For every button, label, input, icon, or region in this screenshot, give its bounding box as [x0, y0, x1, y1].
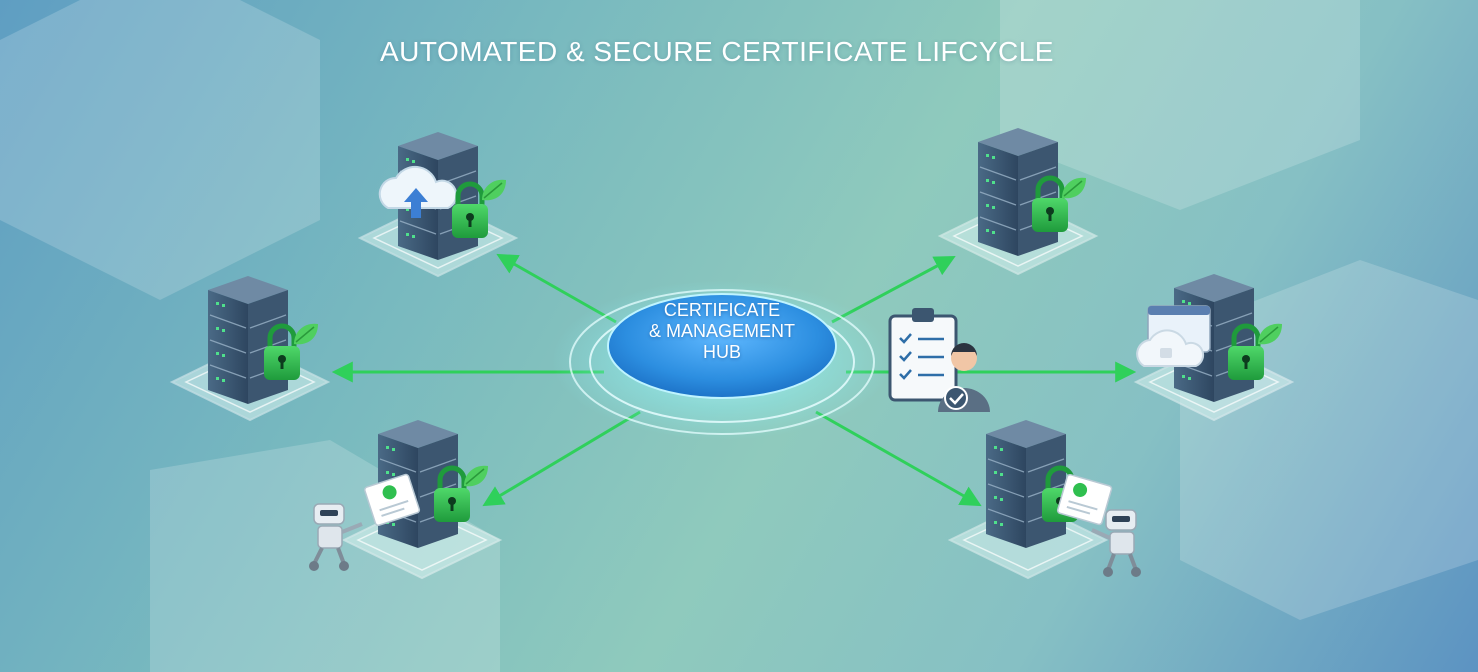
management-hub	[552, 280, 892, 440]
hub-label-line-1: CERTIFICATE	[663, 300, 781, 320]
node-server-robot-bottom-left	[309, 419, 501, 579]
leaf-icon	[1061, 176, 1087, 200]
arrow-to-bottom-left	[482, 410, 641, 507]
cloud-upload-icon	[378, 165, 458, 218]
checkmark-icon	[944, 386, 968, 410]
node-server-cloud-browser	[1135, 273, 1293, 421]
cloud-lock-icon	[1136, 329, 1205, 367]
page-title: AUTOMATED & SECURE CERTIFICATE LIFCYCLE	[380, 36, 1054, 67]
hub-label-line-2: & MANAGEMENT	[648, 321, 795, 341]
node-server-secure-left	[171, 275, 329, 421]
certificate-document-icon	[1056, 473, 1113, 526]
robot-icon	[309, 503, 363, 571]
node-approval-admin	[888, 308, 990, 412]
leaf-icon	[463, 464, 489, 488]
server-rack-icon	[977, 127, 1059, 257]
clipboard-checklist-icon	[888, 308, 958, 402]
admin-person-icon	[938, 343, 990, 412]
robot-icon	[1091, 509, 1141, 577]
hub-label-line-3: HUB	[702, 342, 741, 362]
certificate-document-icon	[364, 473, 421, 527]
node-server-cloud-upload	[359, 131, 517, 277]
hub-label: CERTIFICATE & MANAGEMENT HUB	[622, 300, 822, 363]
arrow-to-bottom-right	[815, 410, 982, 507]
leaf-icon	[293, 322, 319, 346]
server-rack-icon	[985, 419, 1067, 549]
server-rack-icon	[207, 275, 289, 405]
leaf-icon	[481, 178, 507, 202]
node-server-robot-bottom-right	[949, 419, 1141, 579]
